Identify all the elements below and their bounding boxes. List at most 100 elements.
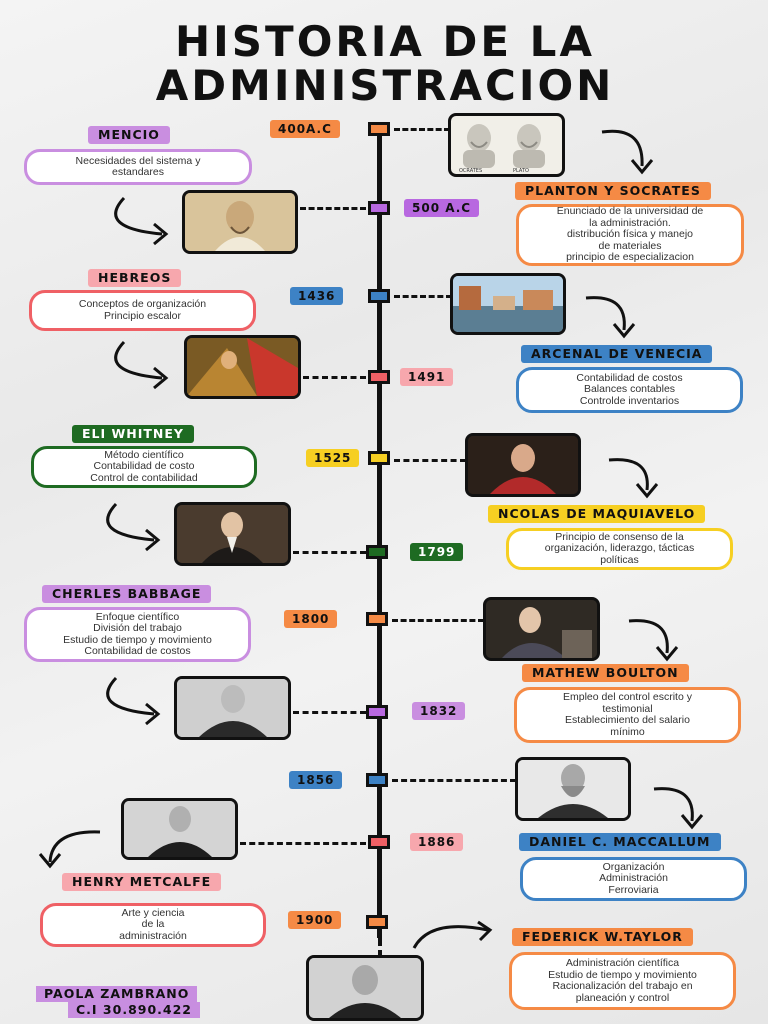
info-line: Racionalización del trabajo en — [552, 980, 693, 992]
curved-arrow-icon — [653, 787, 704, 830]
year-1900: 1900 — [288, 911, 342, 929]
info-line: Conceptos de organización — [78, 298, 207, 310]
info-line: División del trabajo — [93, 622, 182, 634]
label-eli-whitney: ELI WHITNEY — [72, 425, 194, 443]
connector-1799 — [293, 551, 366, 554]
year-1856: 1856 — [289, 771, 343, 789]
info-line: Principio de consenso de la — [555, 530, 684, 543]
info-line: mínimo — [610, 725, 645, 738]
info-line: Necesidades del sistema y — [75, 154, 201, 167]
label-maquiavelo: NCOLAS DE MAQUIAVELO — [488, 505, 706, 523]
info-line: Organización — [602, 860, 665, 873]
curved-arrow-icon — [114, 340, 169, 390]
year-1800: 1800 — [284, 610, 338, 628]
author-id: C.I 30.890.422 — [68, 1002, 201, 1018]
portrait-maquiavelo — [465, 433, 581, 497]
curved-arrow-icon — [114, 196, 169, 246]
info-box-eli-whitney: Método científico Contabilidad de costo … — [31, 446, 257, 488]
curved-arrow-icon — [628, 619, 679, 662]
info-line: Control de contabilidad — [90, 471, 198, 484]
curved-arrow-icon — [601, 129, 654, 175]
info-line: Método científico — [104, 448, 184, 461]
info-line: Contabilidad de costo — [93, 460, 195, 473]
info-box-planton-y-socrates: Enunciado de la universidad de la admini… — [516, 204, 744, 266]
connector-1436 — [394, 295, 452, 298]
curved-arrow-icon — [106, 676, 161, 726]
portrait-mencio — [182, 190, 298, 254]
info-line: Administración — [599, 872, 668, 885]
connector-400ac — [394, 128, 450, 131]
year-1832: 1832 — [412, 702, 466, 720]
connector-1856 — [392, 779, 516, 782]
info-line: Contabilidad de costos — [84, 645, 191, 657]
info-line: Ferroviaria — [608, 883, 659, 896]
info-line: Enunciado de la universidad de — [556, 205, 704, 218]
connector-1886 — [240, 842, 366, 845]
info-box-maquiavelo: Principio de consenso de la organización… — [506, 528, 733, 570]
info-line: distribución física y manejo — [566, 228, 694, 241]
info-line: Contabilidad de costos — [576, 371, 683, 384]
caption-socrates: OCRATES — [459, 168, 483, 174]
connector-500ac — [300, 207, 366, 210]
timeline-node-1900 — [366, 915, 388, 929]
label-mencio: MENCIO — [88, 126, 170, 144]
connector-1832 — [293, 711, 366, 714]
info-box-arcenal-venecia: Contabilidad de costos Balances contable… — [516, 367, 743, 413]
curved-arrow-icon — [608, 458, 659, 499]
info-line: Enfoque científico — [95, 610, 180, 623]
info-line: organización, liderazgo, tácticas — [544, 542, 695, 555]
info-line: Estudio de tiempo y movimiento — [63, 633, 212, 646]
timeline-axis — [377, 128, 382, 938]
info-line: de materiales — [598, 239, 662, 252]
info-line: Principio escalor — [103, 309, 182, 322]
year-1436: 1436 — [290, 287, 344, 305]
connector-1525 — [394, 459, 466, 462]
curved-arrow-icon — [412, 920, 493, 949]
info-box-federick-taylor: Administración científica Estudio de tie… — [509, 952, 736, 1010]
portrait-mathew-boulton — [483, 597, 600, 661]
portrait-socrates-plato: OCRATES PLATO — [448, 113, 565, 177]
year-1491: 1491 — [400, 368, 454, 386]
portrait-cherles-babbage — [174, 676, 291, 740]
info-line: administración — [119, 929, 187, 942]
info-line: Arte y ciencia — [121, 906, 185, 919]
label-planton-y-socrates: PLANTON Y SOCRATES — [515, 182, 711, 200]
timeline-node-1886 — [368, 835, 390, 849]
connector-1800 — [392, 619, 484, 622]
info-line: Estudio de tiempo y movimiento — [548, 968, 697, 981]
info-line: de la — [141, 918, 165, 931]
curved-arrow-icon — [38, 830, 101, 869]
timeline-node-1832 — [366, 705, 388, 719]
timeline-axis-end — [378, 938, 382, 958]
timeline-node-500ac — [368, 201, 390, 215]
info-box-mencio: Necesidades del sistema y estandares — [24, 149, 252, 185]
label-daniel-maccallum: DANIEL C. MACCALLUM — [519, 833, 721, 851]
timeline-node-1800 — [366, 612, 388, 626]
year-400ac: 400A.C — [270, 120, 340, 138]
portrait-daniel-maccallum — [515, 757, 631, 821]
label-federick-taylor: FEDERICK W.TAYLOR — [512, 928, 693, 946]
caption-plato: PLATO — [513, 168, 529, 174]
info-line: Administración científica — [565, 957, 680, 969]
year-1886: 1886 — [410, 833, 464, 851]
info-line: Empleo del control escrito y — [563, 691, 692, 703]
year-500ac: 500 A.C — [404, 199, 480, 217]
timeline-node-1436 — [368, 289, 390, 303]
info-line: principio de especializacion — [566, 251, 694, 264]
info-line: Establecimiento del salario — [565, 714, 690, 726]
info-line: planeación y control — [575, 991, 670, 1004]
info-box-daniel-maccallum: Organización Administración Ferroviaria — [520, 857, 747, 901]
portrait-henry-metcalfe — [121, 798, 238, 860]
timeline-node-1799 — [366, 545, 388, 559]
portrait-federick-taylor — [306, 955, 424, 1021]
info-box-henry-metcalfe: Arte y ciencia de la administración — [40, 903, 266, 947]
info-box-hebreos: Conceptos de organización Principio esca… — [29, 290, 256, 331]
author-name: PAOLA ZAMBRANO — [36, 986, 198, 1002]
timeline-node-1856 — [366, 773, 388, 787]
label-cherles-babbage: CHERLES BABBAGE — [42, 585, 212, 603]
info-line: Controlde inventarios — [579, 394, 680, 407]
label-henry-metcalfe: HENRY METCALFE — [62, 873, 222, 891]
curved-arrow-icon — [106, 502, 161, 552]
year-1799: 1799 — [410, 543, 464, 561]
info-line: Balances contables — [583, 383, 676, 396]
